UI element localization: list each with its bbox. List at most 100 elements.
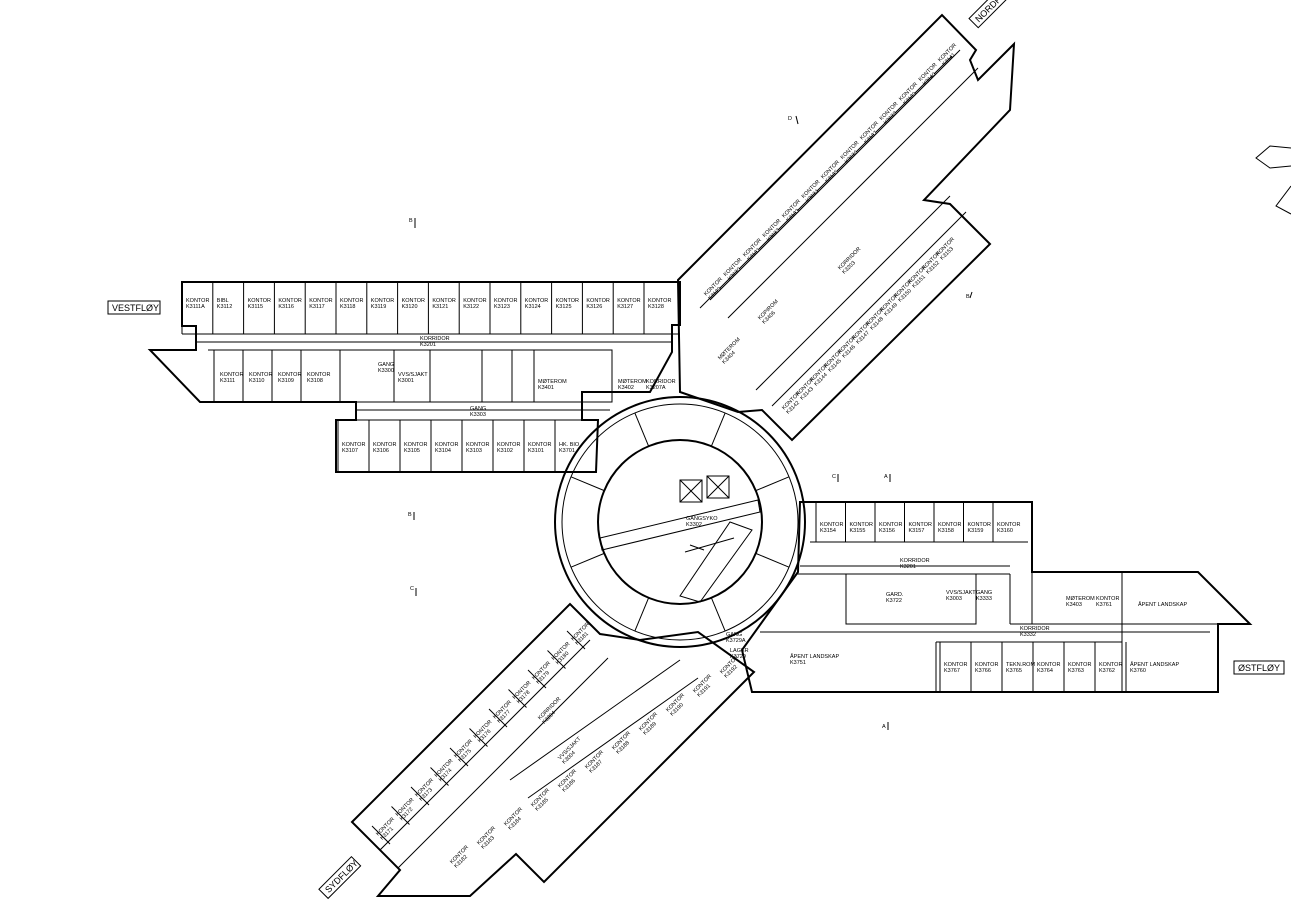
svg-text:C: C <box>410 586 414 592</box>
adjacent-building <box>1255 145 1291 215</box>
section-mark: B <box>408 512 415 520</box>
room-code: K3332 <box>1020 632 1036 638</box>
room-code: K3729A <box>726 638 746 644</box>
room-code: K3110 <box>249 378 265 384</box>
partition-wall <box>699 289 719 309</box>
room-code: K3766 <box>975 668 991 674</box>
room-code: K3102 <box>497 448 513 454</box>
partition-wall <box>508 689 527 708</box>
room-code: K3201 <box>420 342 436 348</box>
room-name: MØTEROM <box>618 379 647 385</box>
room-code: K3122 <box>463 304 479 310</box>
partition-wall <box>634 412 650 447</box>
room-name: KONTOR <box>404 442 427 448</box>
partition-wall <box>719 270 738 289</box>
room-code: K3116 <box>278 304 294 310</box>
west-wing <box>147 281 681 473</box>
room-code: K3303 <box>470 412 486 418</box>
west-north-partitions <box>181 282 645 334</box>
room-name: KONTOR <box>528 442 551 448</box>
east-core-room: ÅPENT LANDSKAP <box>1138 601 1187 608</box>
svg-text:C: C <box>832 474 836 480</box>
wing-label-vest: VESTFLØY <box>112 303 159 313</box>
room-name: KONTOR <box>997 522 1020 528</box>
room-name: HK. BIO <box>559 442 580 448</box>
section-mark: B <box>966 291 973 300</box>
room-code: K3762 <box>1099 668 1115 674</box>
room-name: KONTOR <box>879 522 902 528</box>
room-name: KORRIDOR <box>646 379 676 385</box>
room-name: VVS/SJAKT <box>398 372 428 378</box>
room-code: K3157 <box>909 528 925 534</box>
partition-wall <box>855 133 875 153</box>
room-code: K3722 <box>886 598 902 604</box>
partition-wall <box>710 412 726 447</box>
room-code: K3104 <box>435 448 451 454</box>
room-code: K3001 <box>398 378 414 384</box>
room-name: ÅPENT LANDSKAP <box>1138 601 1187 608</box>
room-name: KONTOR <box>432 298 455 304</box>
room-code: K3101 <box>528 448 544 454</box>
partition-wall <box>570 552 605 568</box>
room-code: K3729 <box>730 654 746 660</box>
partition-wall <box>410 786 430 806</box>
room-name: GANG <box>726 632 742 638</box>
room-name: GANGSYKO <box>686 516 718 522</box>
room-code: K3115 <box>248 304 264 310</box>
room-code: K3201 <box>900 564 916 570</box>
north-partitions <box>699 55 953 309</box>
room-code: K3160 <box>997 528 1013 534</box>
east-wing <box>740 501 1253 693</box>
room-name: KONTOR <box>248 298 271 304</box>
partition-wall <box>777 211 797 231</box>
room-code: K3751 <box>790 660 806 666</box>
room-code: K3117 <box>309 304 325 310</box>
south-wing <box>350 602 756 897</box>
partition-wall <box>449 747 469 767</box>
room-code: K3111 <box>220 378 235 384</box>
room-code: K3156 <box>879 528 895 534</box>
section-mark: A <box>884 474 891 482</box>
section-mark: D <box>788 115 799 125</box>
room-code: K3128 <box>648 304 664 310</box>
room-name: KONTOR <box>1099 662 1122 668</box>
room-code: K3123 <box>494 304 510 310</box>
